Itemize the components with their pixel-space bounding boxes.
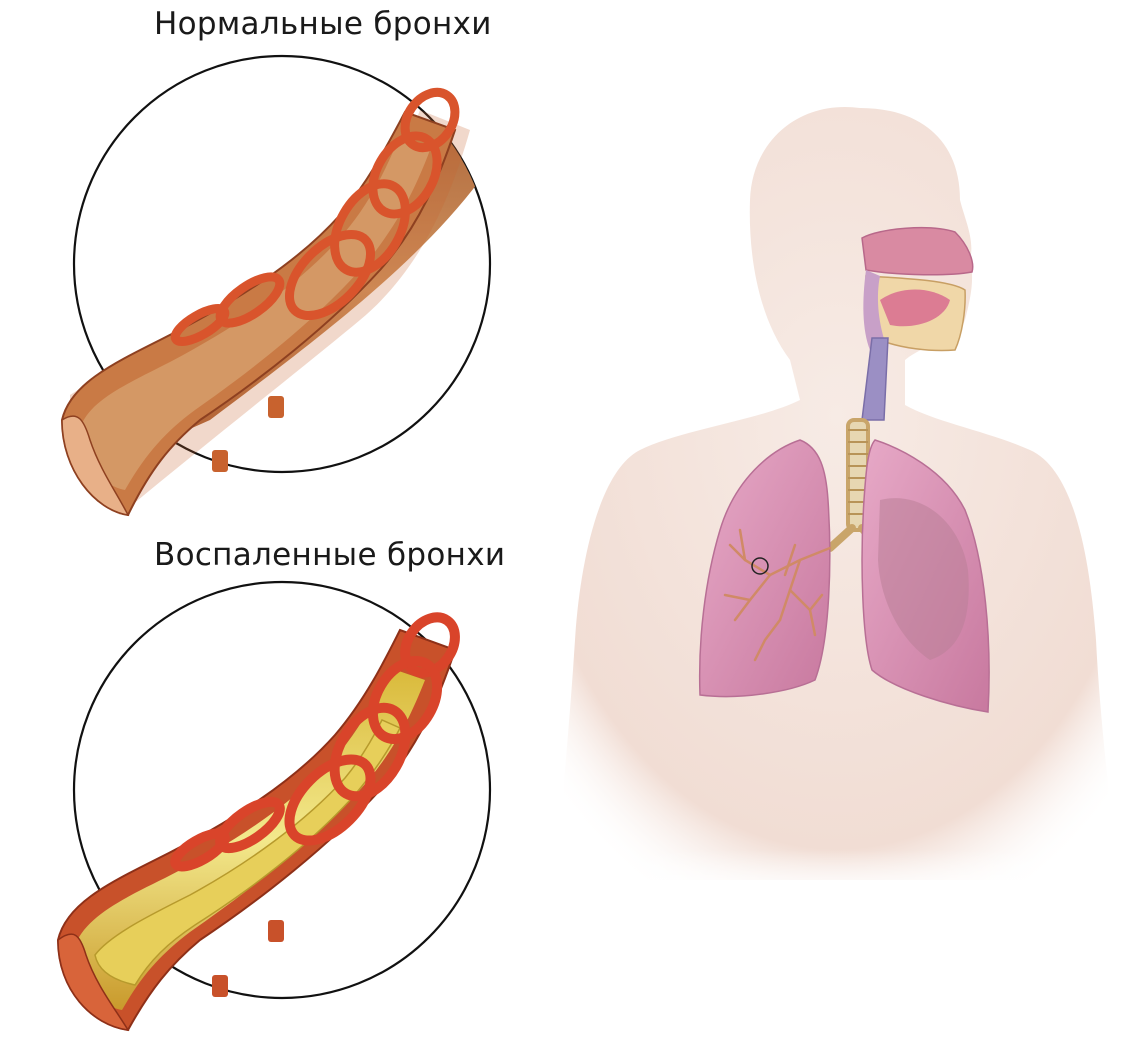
pharynx <box>863 270 885 350</box>
nasal-cavity <box>861 227 974 276</box>
inflamed-cartilage-rings <box>170 612 460 872</box>
bronchial-tree <box>723 528 832 662</box>
normal-bronchus-cut-rim <box>61 415 130 516</box>
body-fade <box>540 700 1125 900</box>
human-torso-figure <box>540 106 1125 900</box>
lung-lobe-shade <box>878 498 969 660</box>
magnified-area-marker <box>751 557 769 575</box>
trachea <box>861 337 889 421</box>
normal-bronchi-title: Нормальные бронхи <box>154 6 492 42</box>
tongue <box>880 289 950 327</box>
normal-bronchus-panel <box>60 54 492 517</box>
right-lung <box>698 439 831 698</box>
inflamed-narrow-lumen <box>94 719 402 986</box>
inflamed-bronchus-panel <box>56 580 492 1032</box>
inflamed-bronchi-title: Воспаленные бронхи <box>154 537 506 573</box>
inflamed-cut-rim <box>57 933 130 1031</box>
normal-cartilage-rings <box>170 87 460 346</box>
